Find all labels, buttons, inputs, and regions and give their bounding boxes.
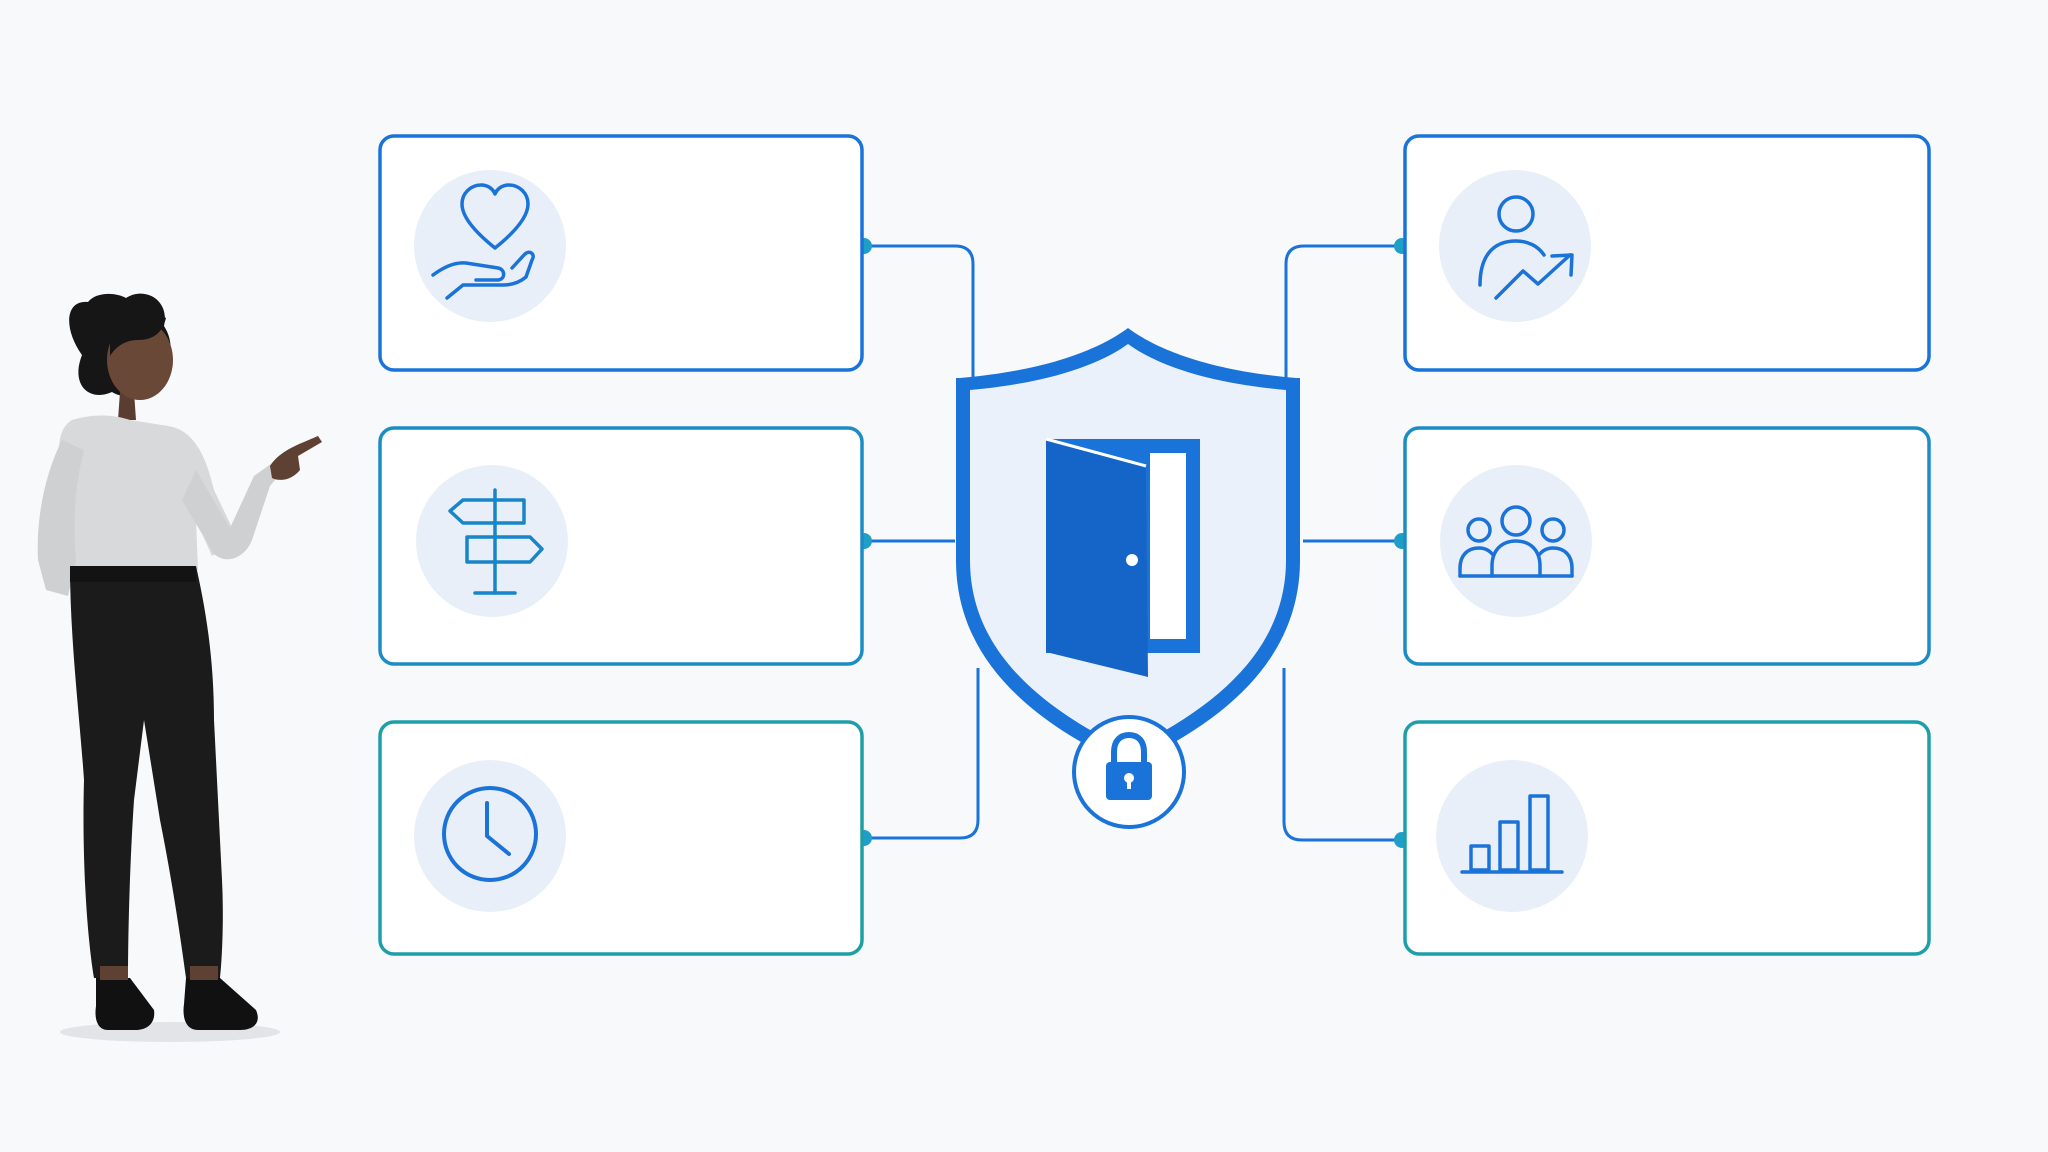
presenter-woman-figure xyxy=(37,293,322,1042)
padlock-badge xyxy=(1072,715,1186,829)
connector-care xyxy=(864,244,975,378)
card-growth xyxy=(1403,134,1931,372)
card-direction xyxy=(378,426,864,666)
signpost-icon xyxy=(448,488,544,595)
clock-icon xyxy=(442,786,538,882)
connector-metrics xyxy=(1282,668,1402,842)
connector-time xyxy=(864,668,980,840)
heart-in-hand-icon xyxy=(431,183,535,300)
person-growth-icon xyxy=(1478,195,1574,300)
card-team xyxy=(1403,426,1931,666)
card-metrics xyxy=(1403,720,1931,956)
card-time xyxy=(378,720,864,956)
people-group-icon xyxy=(1458,505,1574,578)
bar-chart-icon xyxy=(1460,794,1564,874)
connector-lines xyxy=(864,244,1402,842)
card-care xyxy=(378,134,864,372)
door-knob xyxy=(1126,554,1138,566)
connector-growth xyxy=(1284,244,1402,378)
open-door-icon xyxy=(1045,437,1200,677)
padlock-icon xyxy=(1106,731,1152,800)
